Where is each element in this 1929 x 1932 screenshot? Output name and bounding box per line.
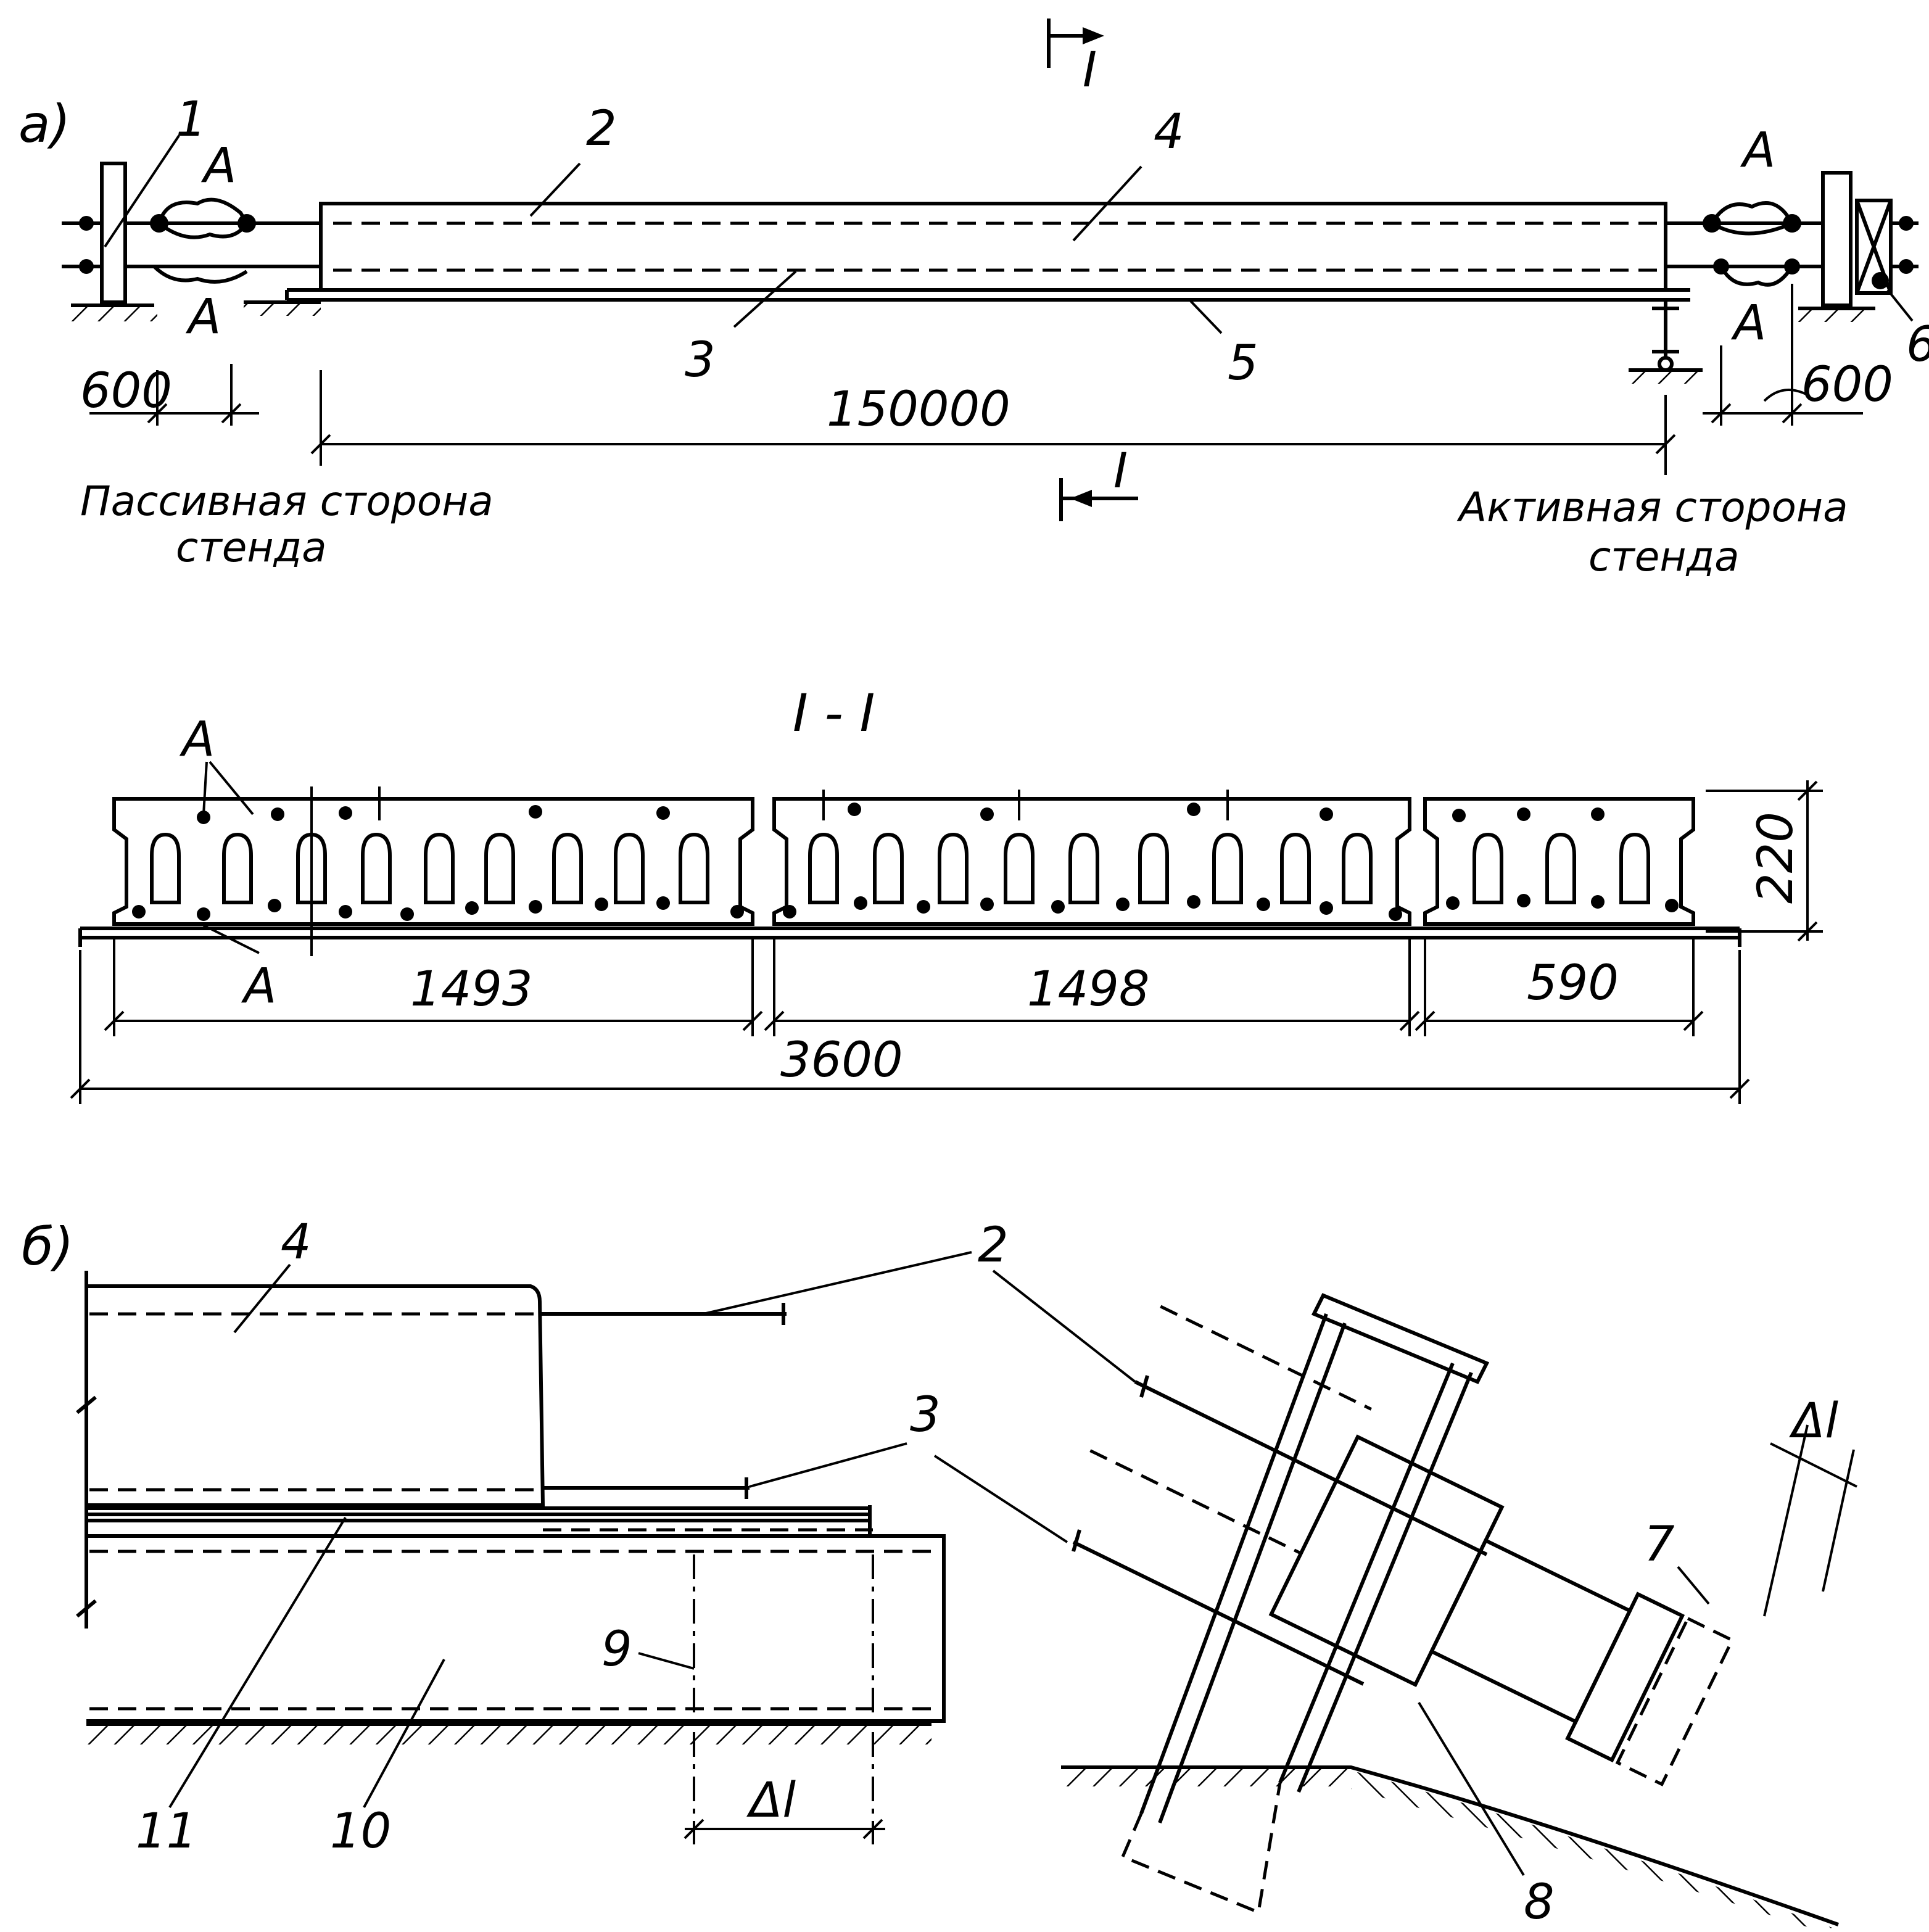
frame-posts (1120, 1293, 1490, 1915)
dim-1498: 1498 (1027, 962, 1150, 1017)
callout-b-4: 4 (281, 1215, 312, 1270)
hollow-core-slab-3 (1423, 797, 1695, 926)
right-support (1629, 300, 1703, 384)
panel-a-dimensions: 150000 600 600 (80, 284, 1893, 475)
hollow-core-slab-1 (112, 786, 754, 956)
section-anchor-mark-bottom: А (241, 959, 276, 1014)
section-mark-bottom-label: I (1113, 444, 1128, 499)
callout-5: 5 (1228, 336, 1258, 391)
width-dimensions: 1493 1498 590 3600 (70, 938, 1750, 1104)
callout-6: 6 (1906, 317, 1929, 373)
callout-3: 3 (685, 332, 716, 388)
active-abutment (1798, 171, 1919, 322)
anchor-mark-right-bottom: А (1730, 295, 1766, 351)
callout-4: 4 (1154, 104, 1184, 160)
section-title: I - I (793, 683, 875, 743)
anchor-mark-left-bottom: А (185, 289, 221, 345)
section-mark-top: I (1047, 19, 1104, 98)
passive-abutment (62, 162, 157, 321)
active-side-caption-line2: стенда (1588, 533, 1740, 580)
active-side-caption-line1: Активная сторона (1456, 484, 1848, 531)
callout-b-11: 11 (136, 1804, 197, 1859)
callout-b-7: 7 (1644, 1517, 1675, 1572)
dim-3600: 3600 (780, 1033, 903, 1088)
callout-1: 1 (176, 92, 207, 147)
anchor-grips-right: А А (1666, 123, 1823, 351)
section-bed (78, 927, 1741, 947)
panel-a-elevation: а) I А А (19, 19, 1929, 580)
anchor-mark-right-top: А (1740, 123, 1775, 178)
anchor-grips-left: А А (125, 138, 321, 345)
passive-side-caption-line1: Пассивная сторона (80, 477, 494, 525)
dim-600-left: 600 (80, 363, 172, 419)
callout-b-3: 3 (910, 1387, 941, 1443)
element-end-view: Δl (76, 1271, 946, 1844)
dim-220: 220 (1748, 812, 1804, 904)
dim-150000: 150000 (827, 382, 1010, 437)
callout-b-8: 8 (1524, 1875, 1555, 1930)
section-mark-top-label: I (1083, 43, 1097, 98)
dim-590: 590 (1527, 956, 1619, 1011)
panel-a-callouts: 1 2 3 4 5 6 (104, 92, 1929, 391)
hollow-core-slab-2 (772, 790, 1411, 926)
callout-2: 2 (586, 101, 617, 157)
anchor-mark-left-top: А (200, 138, 236, 194)
dim-600-right: 600 (1801, 357, 1893, 413)
callout-b-2: 2 (978, 1218, 1009, 1273)
section-anchor-mark-top: А (179, 712, 215, 767)
height-dimension: 220 (1706, 780, 1823, 942)
panel-a-label: а) (19, 94, 70, 154)
section-i-i: I - I (70, 683, 1823, 1104)
section-mark-bottom: I (1059, 444, 1138, 521)
stand-bed (285, 202, 1690, 302)
passive-side-caption-line2: стенда (176, 524, 327, 571)
callout-b-10: 10 (330, 1804, 391, 1859)
delta-right: Δl (1789, 1393, 1838, 1449)
dim-1493: 1493 (410, 962, 533, 1017)
panel-b-callouts: 4 2 3 7 9 10 11 8 (136, 1215, 1710, 1930)
tilted-frame-view: Δl (1061, 1293, 1857, 1932)
panel-b-label: б) (22, 1216, 74, 1277)
panel-b-detail: б) Δl (22, 1215, 1857, 1932)
delta-left: Δl (746, 1773, 796, 1828)
callout-b-9: 9 (601, 1622, 632, 1677)
